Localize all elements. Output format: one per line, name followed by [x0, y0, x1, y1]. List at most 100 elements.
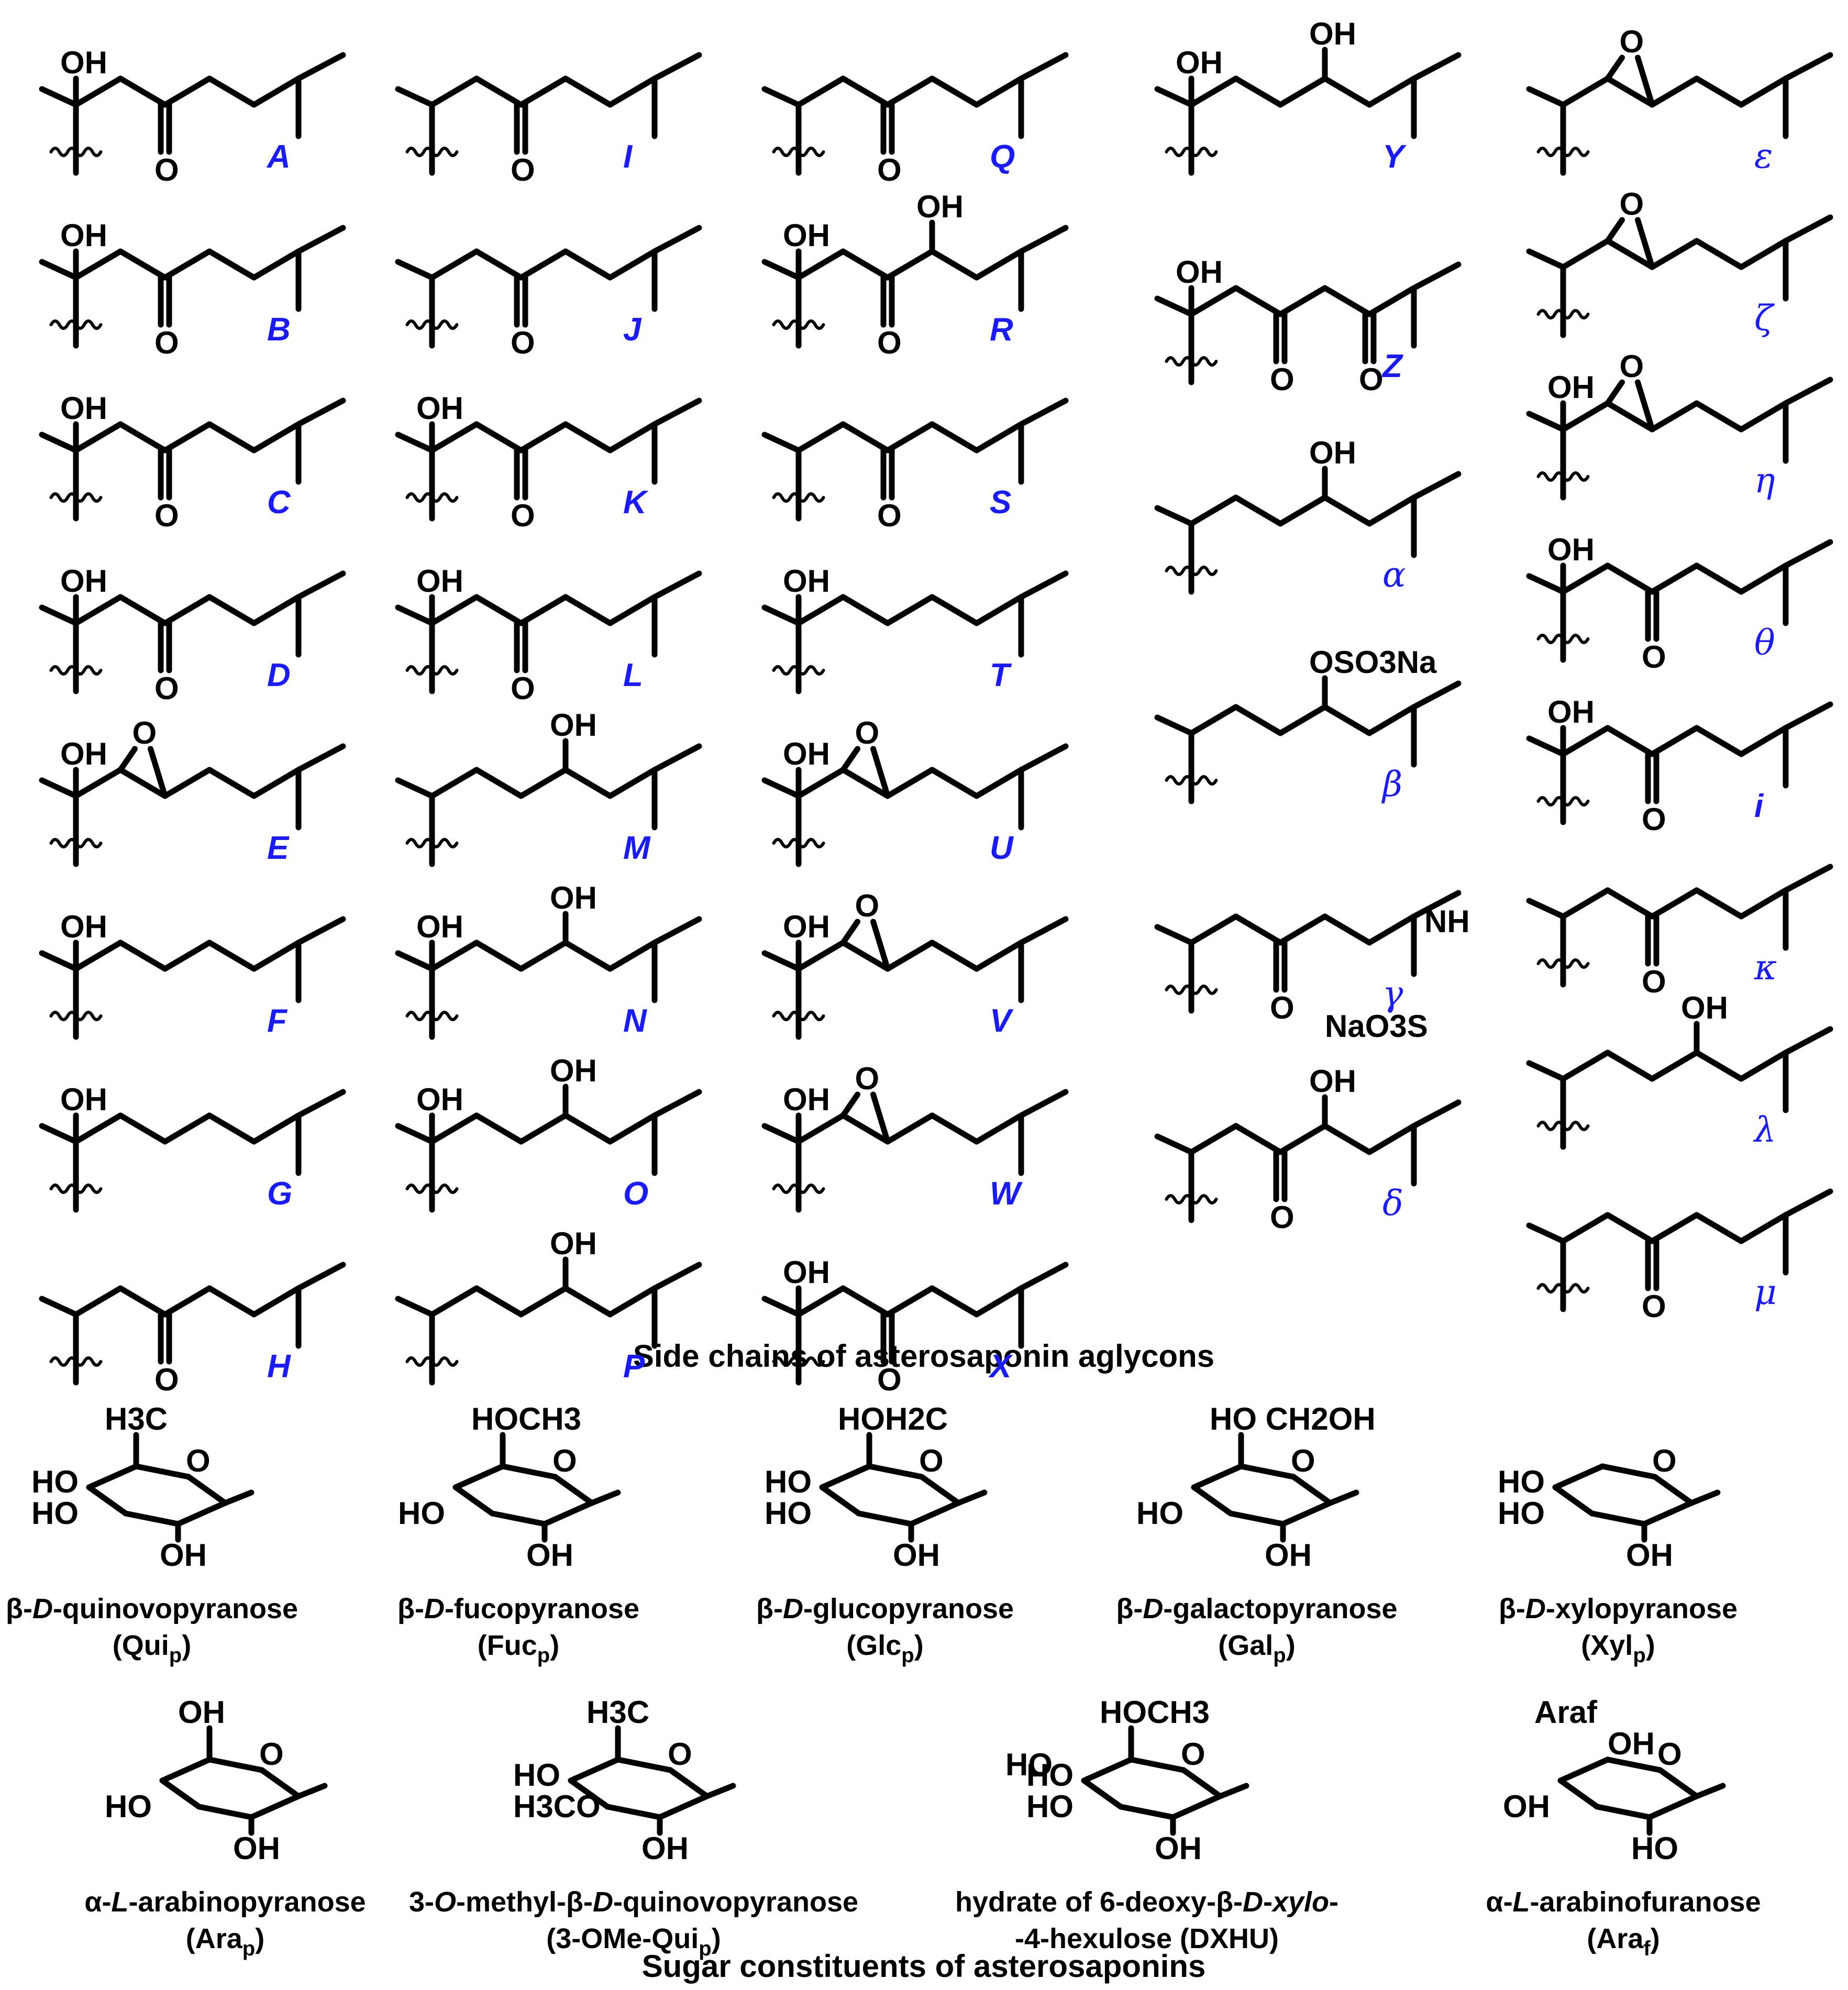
methyl-bond: [39, 777, 79, 799]
methyl-bond: [761, 259, 802, 281]
attachment-wavy-bond: [49, 838, 103, 848]
chain-bond: [1604, 400, 1655, 433]
chain-bond: [1738, 1049, 1789, 1082]
chain-bond: [1322, 494, 1373, 527]
chain-bond: [1233, 75, 1283, 108]
ring-bond: [541, 1500, 595, 1527]
side-chain-λ: OHλ: [1526, 990, 1833, 1150]
side-chain-label: ε: [1754, 136, 1773, 176]
side-chain-label: V: [990, 1003, 1014, 1039]
c2-substituent: OH: [1265, 1538, 1312, 1573]
chain-bond: [518, 1112, 569, 1145]
chain-bond: [973, 1285, 1024, 1318]
chain-bond: [795, 939, 846, 972]
chain-bond: [1694, 1049, 1744, 1082]
paren-open: (: [478, 1630, 487, 1661]
methyl-bond: [1526, 411, 1566, 433]
chain-bond: [206, 248, 257, 281]
hydroxyl-group: OH: [783, 563, 830, 599]
hydroxyl-group: OH: [60, 1082, 107, 1117]
methyl-bond: [39, 604, 79, 626]
chain-bond: [795, 421, 846, 454]
chain-bond: [1366, 494, 1417, 527]
carbonyl-oxygen: O: [877, 498, 902, 533]
sugar-name: α-L-arabinofuranose: [1486, 1886, 1761, 1918]
methyl-bond: [39, 1123, 79, 1145]
ring-bond: [1290, 1474, 1333, 1506]
ring-bond: [185, 1474, 228, 1506]
terminal-methyl-bond: [1783, 214, 1833, 244]
sugar-name-part: L: [1513, 1886, 1530, 1918]
anomeric-bond: [222, 1489, 254, 1506]
ring-oxygen: O: [259, 1737, 284, 1772]
sugar-name-part: hydrate of 6-deoxy-β-: [955, 1886, 1243, 1918]
ring-bond: [86, 1484, 129, 1517]
methyl-bond: [1526, 1222, 1566, 1244]
carbonyl-oxygen: O: [511, 152, 535, 187]
attachment-wavy-bond: [405, 665, 459, 676]
chain-bond: [206, 594, 257, 626]
paren-close: ): [914, 1630, 924, 1661]
secondary-hydroxyl: OH: [550, 1053, 597, 1088]
sugar-abbreviation: (Galp): [1218, 1630, 1295, 1667]
chain-bond: [929, 1112, 980, 1145]
hydroxyl-group: OH: [1176, 45, 1223, 80]
side-chain-label: i: [1754, 788, 1764, 824]
ring-oxygen: O: [552, 1443, 577, 1478]
paren-close: ): [255, 1923, 264, 1954]
chain-bond: [840, 594, 891, 626]
epoxide-oxygen: O: [1620, 186, 1644, 222]
side-chain-label: C: [267, 484, 291, 521]
c3-substituent: HO: [398, 1496, 445, 1531]
ring-bond: [568, 1777, 611, 1810]
ring-oxygen: O: [668, 1737, 692, 1772]
hydroxyl-group: OH: [416, 1082, 463, 1117]
c4-substituent: HO: [1498, 1464, 1545, 1499]
carbonyl-oxygen: O: [1642, 964, 1666, 999]
terminal-methyl-bond: [1411, 261, 1462, 291]
terminal-methyl-bond: [295, 743, 346, 773]
ring-bond: [1652, 1474, 1695, 1506]
epoxide-oxygen: O: [132, 715, 157, 750]
sugar-abbreviation: (Arap): [186, 1923, 264, 1960]
attachment-wavy-bond: [1536, 309, 1590, 319]
sugar-name: hydrate of 6-deoxy-β-D-xylo-: [955, 1886, 1338, 1918]
chain-bond: [473, 248, 524, 281]
abbr-subscript: f: [1643, 1937, 1651, 1960]
chain-bond: [1277, 704, 1328, 736]
chain-bond: [1277, 494, 1328, 527]
attachment-wavy-bond: [1165, 356, 1218, 367]
side-chain-label: G: [267, 1176, 292, 1212]
ring-bond: [866, 1463, 925, 1480]
chain-bond: [518, 1285, 569, 1318]
c2-substituent: OH: [233, 1831, 280, 1866]
methyl-bond: [1526, 735, 1566, 757]
sugar-name-part: -: [1263, 1886, 1272, 1918]
carbonyl-oxygen: O: [154, 671, 179, 706]
hydroxyl-group: OH: [60, 391, 107, 426]
methyl-bond: [395, 950, 435, 972]
side-chain-label: S: [990, 484, 1011, 521]
chain-bond: [607, 75, 658, 108]
chain-bond: [1604, 562, 1655, 595]
chain-bond: [1649, 725, 1700, 757]
chain-bond: [73, 248, 124, 281]
terminal-methyl-bond: [651, 52, 702, 82]
chain-bond: [973, 939, 1024, 972]
chain-bond: [562, 248, 613, 281]
chain-bond: [929, 939, 980, 972]
hydroxyl-group: OH: [416, 909, 463, 944]
chain-bond: [162, 594, 213, 626]
attachment-wavy-bond: [405, 1356, 459, 1367]
methyl-bond: [1526, 898, 1566, 920]
paren-close: ): [712, 1923, 721, 1954]
sugar-name-part: -glucopyranose: [803, 1593, 1014, 1624]
ring-bond: [1552, 1484, 1595, 1517]
attachment-wavy-bond: [49, 665, 103, 676]
ring-bond: [1128, 1756, 1187, 1773]
chain-bond: [884, 939, 935, 972]
